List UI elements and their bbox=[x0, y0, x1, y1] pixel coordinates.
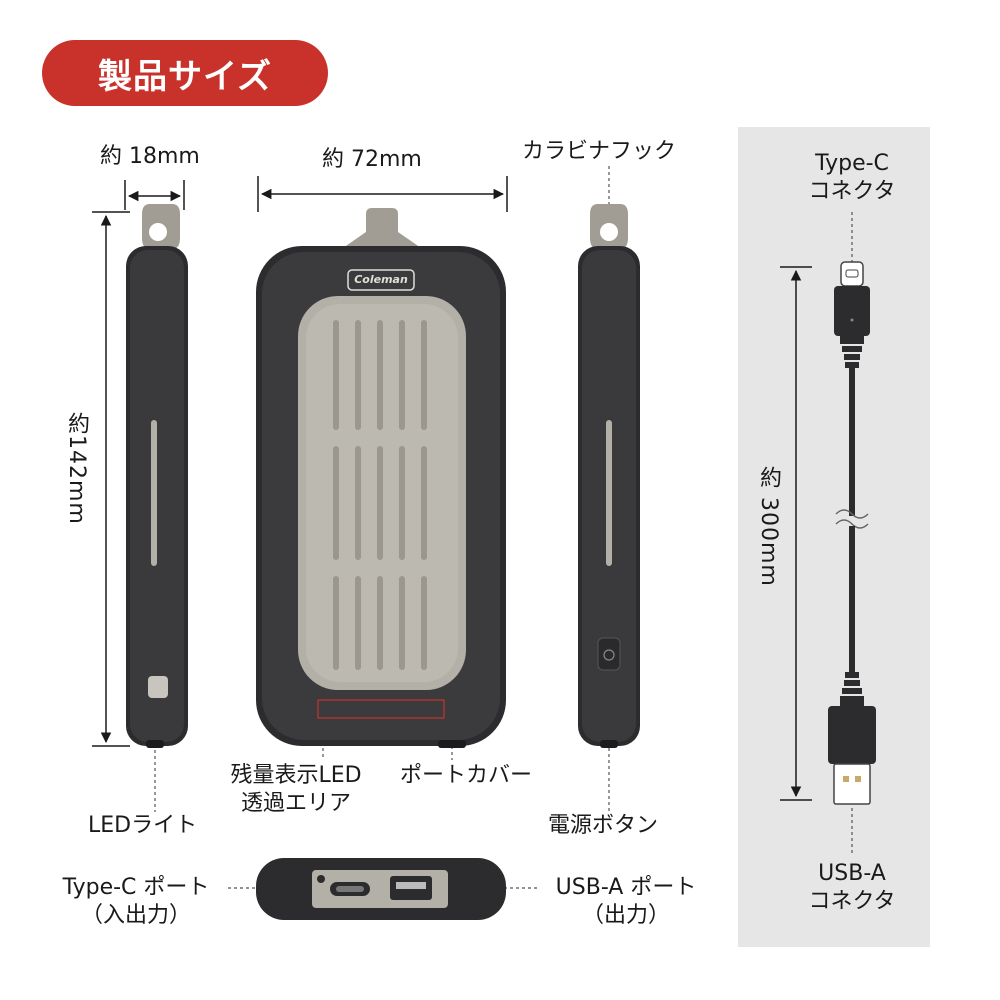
brand-logo: Coleman bbox=[354, 273, 408, 286]
typec-port-label: Type-C ポート （入出力） bbox=[46, 874, 226, 930]
battery-led-label: 残量表示LED 透過エリア bbox=[218, 762, 374, 818]
usba-connector-label-line1: USB-A bbox=[818, 861, 886, 886]
pad-rib bbox=[377, 446, 383, 560]
pad-rib bbox=[377, 576, 383, 670]
typec-port-label-line2: （入出力） bbox=[80, 903, 191, 928]
usba-port-label-line2: （出力） bbox=[581, 903, 670, 928]
usba-connector-label: USB-A コネクタ bbox=[792, 860, 912, 916]
pad-rib bbox=[333, 576, 339, 670]
pad-rib bbox=[399, 320, 405, 430]
width-label: 約 72mm bbox=[322, 147, 422, 172]
dimension-lines bbox=[92, 176, 812, 801]
device-front-view bbox=[256, 208, 506, 748]
section-title: 製品サイズ bbox=[98, 56, 272, 97]
usba-connector-label-line2: コネクタ bbox=[808, 889, 896, 914]
led-light-label: LEDライト bbox=[88, 813, 198, 838]
typec-connector-label-line2: コネクタ bbox=[808, 179, 896, 204]
pad-rib bbox=[421, 576, 427, 670]
pad-rib bbox=[333, 446, 339, 560]
cable-length-label: 約 300mm bbox=[756, 466, 781, 587]
usba-port-label-line1: USB-A ポート bbox=[555, 875, 697, 900]
thickness-label: 約 18mm bbox=[100, 144, 200, 169]
cable-drawing bbox=[828, 261, 876, 805]
pad-rib bbox=[355, 576, 361, 670]
typec-port-label-line1: Type-C ポート bbox=[62, 875, 210, 900]
section-title-badge: 製品サイズ bbox=[42, 40, 328, 106]
device-bottom-view bbox=[256, 858, 506, 920]
typec-connector-label: Type-C コネクタ bbox=[792, 150, 912, 206]
height-label: 約142mm bbox=[64, 412, 89, 525]
pad-rib bbox=[377, 320, 383, 430]
device-right-side-view bbox=[578, 204, 640, 748]
cable-panel bbox=[738, 127, 930, 947]
carabiner-hook-label: カラビナフック bbox=[522, 139, 677, 164]
pad-rib bbox=[421, 446, 427, 560]
power-button-label: 電源ボタン bbox=[548, 813, 659, 838]
pad-rib bbox=[399, 576, 405, 670]
pad-rib bbox=[355, 320, 361, 430]
typec-connector-label-line1: Type-C bbox=[815, 151, 889, 176]
port-cover-label: ポートカバー bbox=[400, 763, 533, 788]
usba-port-label: USB-A ポート （出力） bbox=[538, 874, 714, 930]
device-left-side-view bbox=[126, 204, 188, 748]
pad-rib bbox=[421, 320, 427, 430]
pad-rib bbox=[333, 320, 339, 430]
pad-rib bbox=[399, 446, 405, 560]
battery-led-label-line2: 透過エリア bbox=[240, 791, 351, 816]
pad-rib bbox=[355, 446, 361, 560]
battery-led-label-line1: 残量表示LED bbox=[230, 763, 362, 788]
